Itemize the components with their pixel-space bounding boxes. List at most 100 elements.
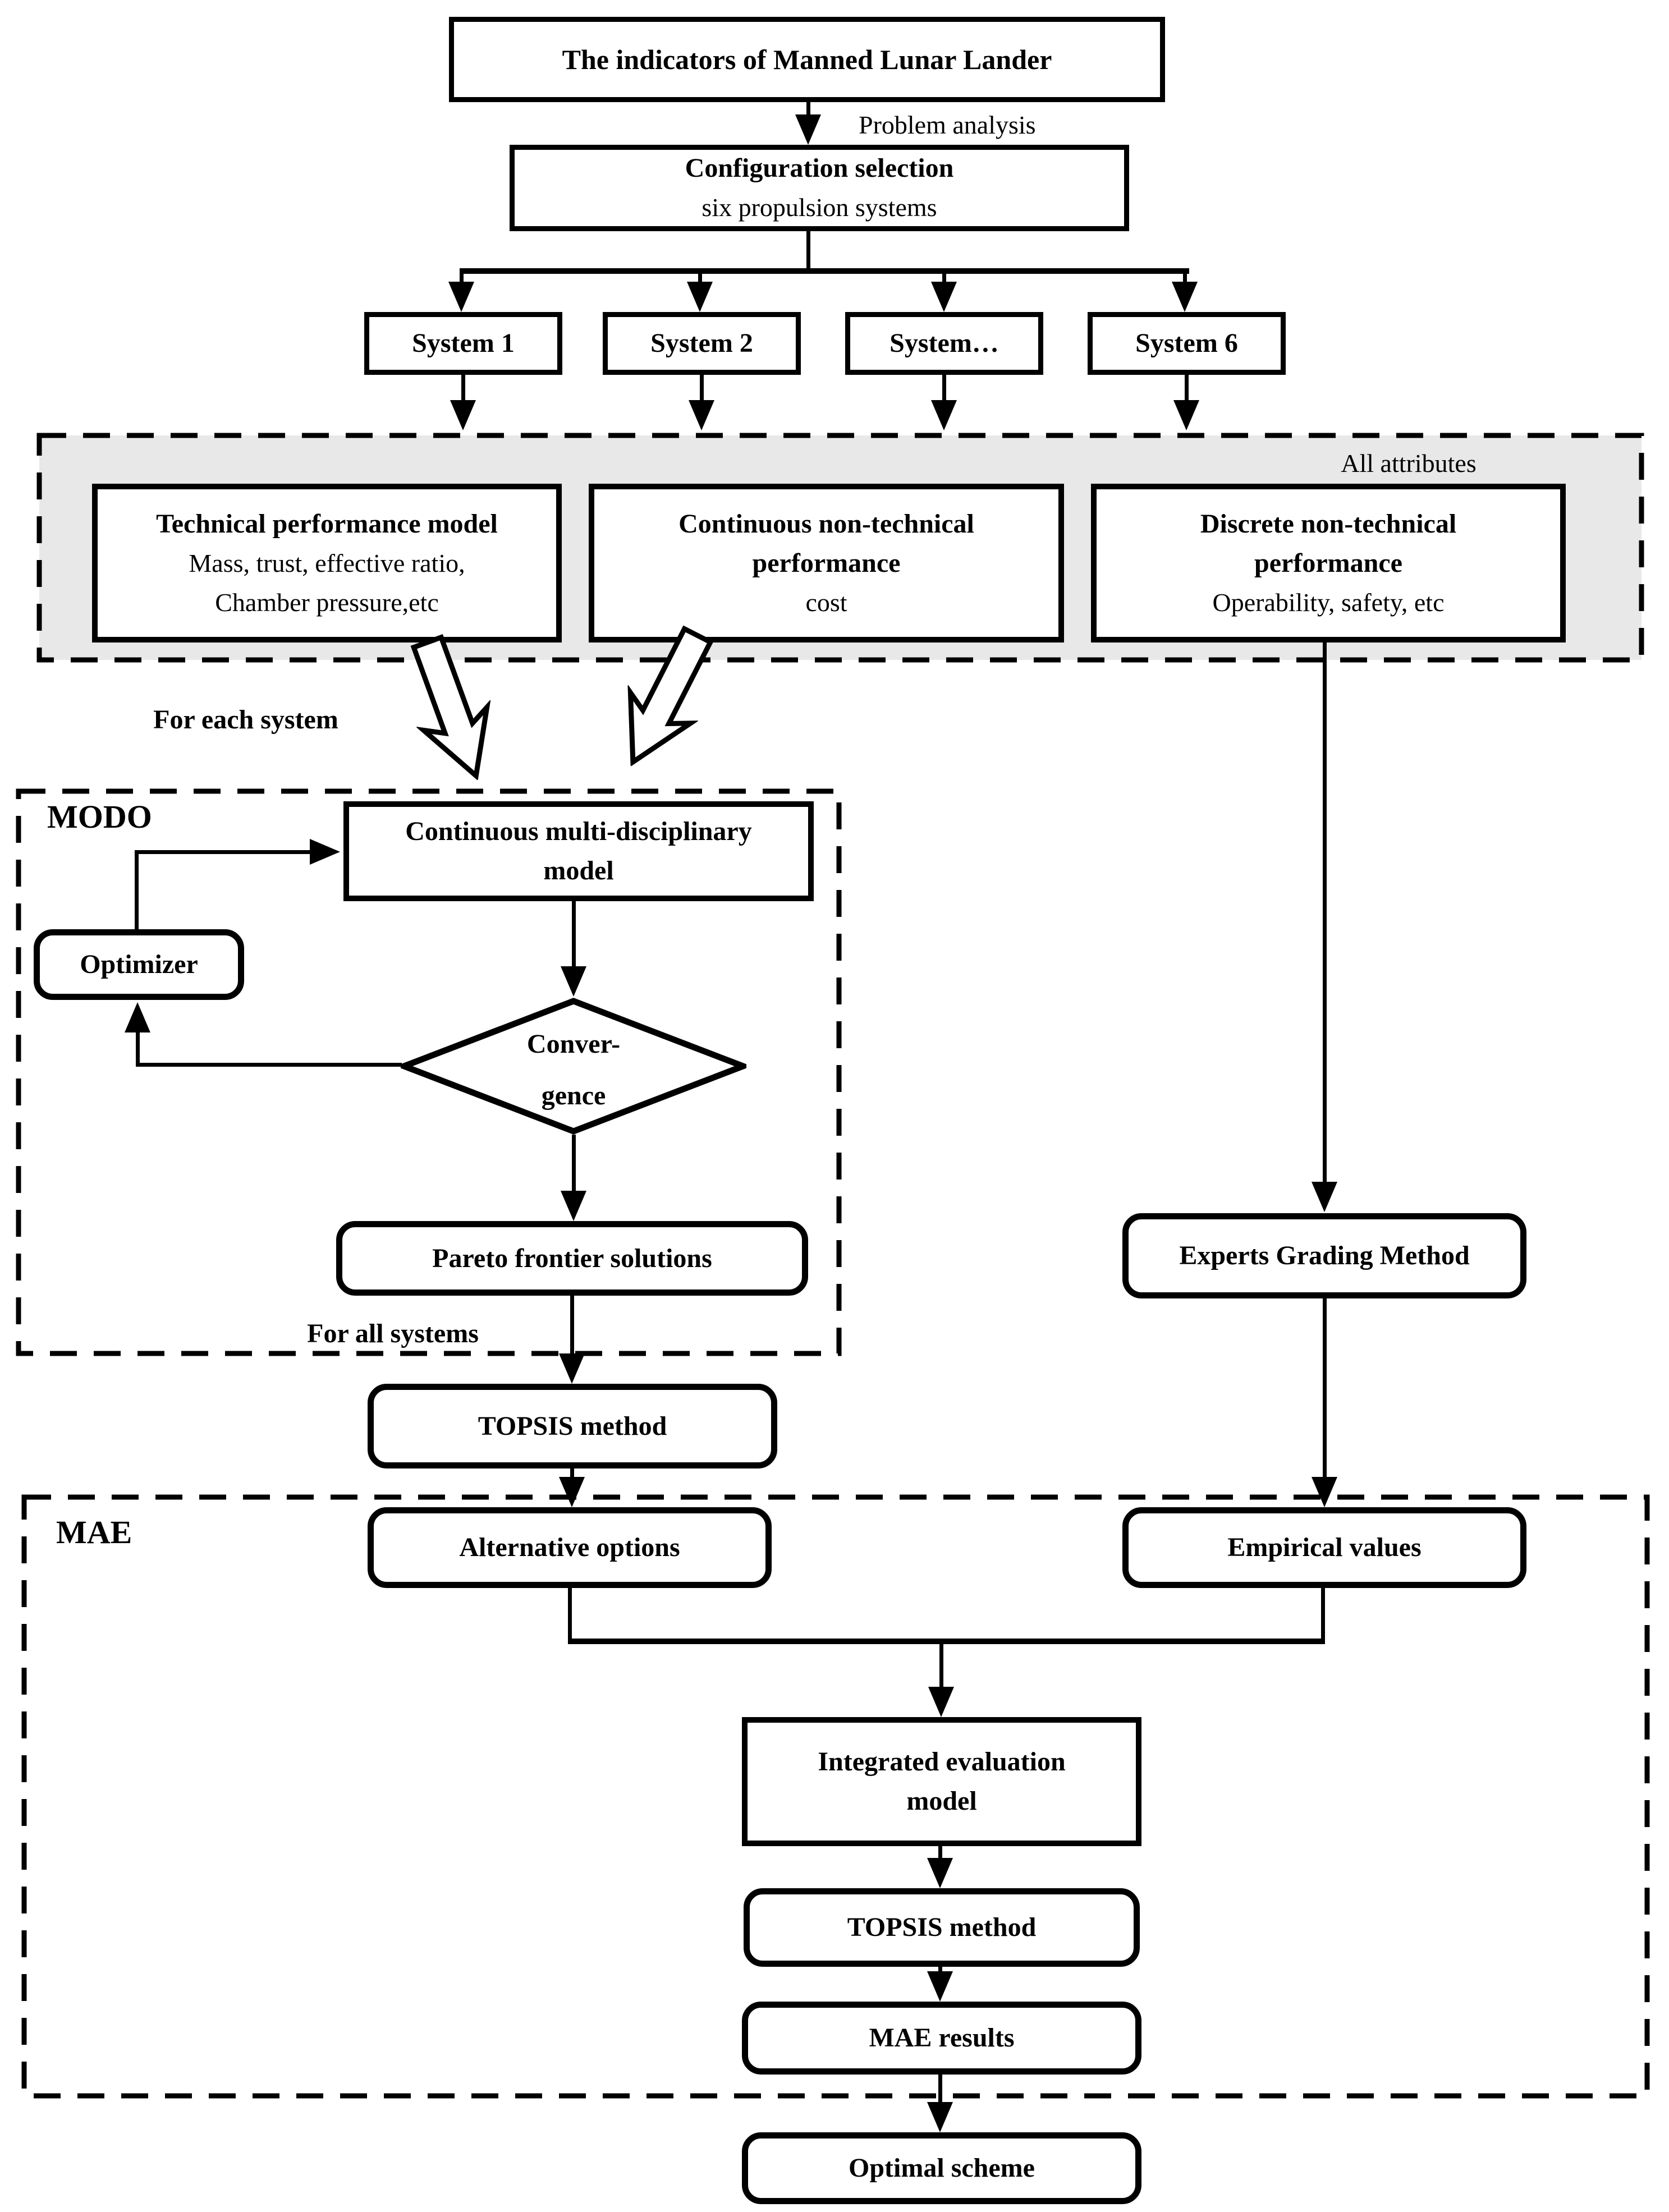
connector: [938, 2075, 942, 2106]
arrowhead-down-icon: [561, 966, 586, 997]
configuration-line2: six propulsion systems: [701, 193, 937, 222]
continuous-line3: cost: [805, 588, 847, 617]
mae-label: MAE: [56, 1514, 132, 1550]
optimizer-label: Optimizer: [80, 949, 198, 979]
technical-line1: Technical performance model: [156, 508, 498, 539]
arrowhead-down-icon: [689, 400, 714, 430]
arrowhead-up-icon: [125, 1002, 150, 1032]
connector: [572, 901, 576, 970]
convergence-line1: Conver-: [526, 1029, 621, 1059]
connector: [1185, 375, 1189, 403]
connector: [1323, 1298, 1327, 1479]
connector: [938, 1967, 942, 1975]
arrowhead-down-icon: [928, 1687, 954, 1717]
system-2-label: System 2: [650, 328, 753, 358]
connector: [700, 375, 704, 403]
pareto-label: Pareto frontier solutions: [432, 1243, 712, 1273]
topsis-method-2-box: TOPSIS method: [744, 1888, 1140, 1967]
for-each-system-label: For each system: [153, 705, 338, 735]
continuous-nontechnical-box: Continuous non-technical performance cos…: [589, 484, 1064, 643]
discrete-nontechnical-box: Discrete non-technical performance Opera…: [1091, 484, 1566, 643]
continuous-line1: Continuous non-technical: [678, 508, 974, 539]
alternative-options-label: Alternative options: [459, 1532, 680, 1562]
connector: [942, 268, 946, 285]
convergence-diamond: [401, 998, 746, 1135]
technical-line2: Mass, trust, effective ratio,: [189, 548, 465, 577]
system-1-box: System 1: [364, 312, 562, 375]
experts-grading-box: Experts Grading Method: [1122, 1213, 1526, 1298]
mae-results-box: MAE results: [742, 2002, 1141, 2075]
system-6-label: System 6: [1135, 328, 1238, 358]
arrowhead-down-icon: [1172, 282, 1198, 312]
multidisciplinary-model-box: Continuous multi-disciplinary model: [343, 801, 814, 901]
model-line1: Continuous multi-disciplinary: [405, 816, 752, 846]
problem-analysis-label: Problem analysis: [859, 111, 1036, 139]
alternative-options-box: Alternative options: [368, 1507, 772, 1588]
system-ellipsis-label: System…: [889, 328, 999, 358]
connector: [1323, 643, 1327, 1184]
model-line2: model: [543, 856, 614, 885]
experts-grading-label: Experts Grading Method: [1179, 1241, 1470, 1270]
technical-line3: Chamber pressure,etc: [215, 588, 439, 617]
discrete-line1: Discrete non-technical: [1200, 508, 1457, 539]
arrowhead-down-icon: [1312, 1477, 1337, 1507]
connector: [461, 375, 465, 403]
connector: [460, 268, 464, 285]
integrated-evaluation-box: Integrated evaluation model: [742, 1717, 1141, 1846]
connector: [1321, 1588, 1325, 1644]
title-text: The indicators of Manned Lunar Lander: [562, 44, 1052, 75]
system-6-box: System 6: [1088, 312, 1286, 375]
arrowhead-down-icon: [448, 282, 474, 312]
hollow-arrow-icon: [627, 625, 714, 767]
connector: [938, 1846, 942, 1862]
arrowhead-down-icon: [559, 1477, 585, 1507]
connector: [942, 375, 946, 403]
connector: [698, 268, 702, 285]
connector: [136, 1063, 402, 1067]
optimal-scheme-label: Optimal scheme: [849, 2153, 1035, 2183]
connector: [570, 1296, 574, 1356]
mae-results-label: MAE results: [869, 2023, 1015, 2053]
branch-line: [460, 268, 1189, 274]
connector: [806, 231, 810, 270]
topsis-method-1-box: TOPSIS method: [368, 1384, 777, 1468]
all-attributes-label: All attributes: [1341, 449, 1477, 478]
system-ellipsis-box: System…: [845, 312, 1043, 375]
configuration-box: Configuration selection six propulsion s…: [510, 145, 1129, 231]
configuration-line1: Configuration selection: [685, 153, 954, 183]
arrowhead-down-icon: [561, 1191, 586, 1221]
connector: [572, 1135, 576, 1193]
pareto-box: Pareto frontier solutions: [336, 1221, 808, 1296]
connector: [136, 1030, 140, 1067]
continuous-line2: performance: [752, 548, 901, 578]
technical-performance-box: Technical performance model Mass, trust,…: [92, 484, 562, 643]
hollow-arrow-icon: [410, 634, 491, 781]
modo-label: MODO: [47, 798, 152, 835]
connector: [135, 850, 139, 931]
junction-line: [568, 1639, 1325, 1644]
empirical-values-label: Empirical values: [1227, 1532, 1422, 1562]
connector: [806, 102, 810, 119]
arrowhead-down-icon: [927, 2102, 953, 2132]
discrete-line2: performance: [1254, 548, 1402, 578]
optimal-scheme-box: Optimal scheme: [742, 2132, 1141, 2204]
topsis-method-2-label: TOPSIS method: [847, 1912, 1037, 1942]
arrowhead-down-icon: [931, 400, 957, 430]
system-1-label: System 1: [412, 328, 515, 358]
system-2-box: System 2: [603, 312, 801, 375]
integrated-line2: model: [906, 1786, 977, 1816]
discrete-line3: Operability, safety, etc: [1212, 588, 1445, 617]
connector: [568, 1588, 572, 1644]
arrowhead-down-icon: [927, 1971, 953, 2002]
connector: [1183, 268, 1187, 285]
topsis-method-1-label: TOPSIS method: [478, 1411, 667, 1441]
integrated-line1: Integrated evaluation: [818, 1747, 1066, 1777]
convergence-line2: gence: [541, 1081, 606, 1110]
empirical-values-box: Empirical values: [1122, 1507, 1526, 1588]
arrowhead-down-icon: [559, 1353, 585, 1384]
modo-region: [16, 788, 842, 1356]
arrowhead-right-icon: [310, 839, 340, 865]
connector: [939, 1639, 943, 1691]
arrowhead-down-icon: [931, 282, 957, 312]
